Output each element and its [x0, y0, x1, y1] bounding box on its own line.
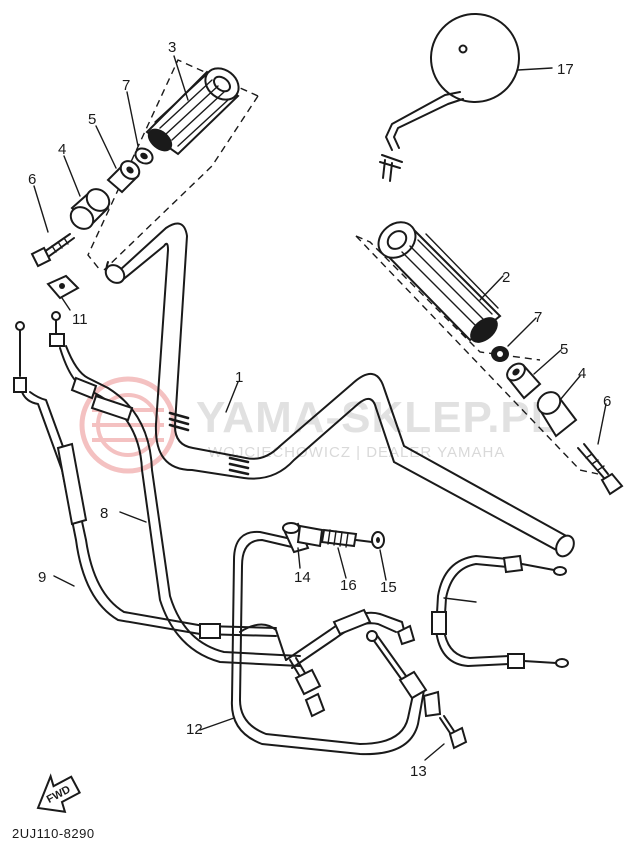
left-grip-group — [30, 59, 259, 271]
clutch-cable-part-9 — [13, 321, 277, 639]
callout-11: 12 — [186, 721, 203, 738]
callout-16: 17 — [557, 61, 574, 78]
callout-6-left: 6 — [28, 171, 36, 188]
callout-1: 1 — [235, 369, 243, 386]
callout-3: 3 — [168, 39, 176, 56]
callout-6-right: 6 — [603, 393, 611, 410]
right-collar-part-5 — [506, 362, 542, 400]
callout-5-right: 5 — [560, 341, 568, 358]
left-grip-part-3 — [145, 67, 240, 156]
leader-lines — [33, 55, 607, 761]
right-grip-part-2 — [377, 221, 502, 343]
right-grip-group — [355, 221, 624, 496]
right-weight-part-4 — [536, 391, 578, 438]
left-screw-part-6 — [30, 233, 75, 268]
callout-7-left: 7 — [122, 77, 130, 94]
watermark: YAMA-SKLEP.PL WOJCIECHOWICZ | DEALER YAM… — [79, 376, 559, 474]
callout-7-right: 7 — [534, 309, 542, 326]
cable-part-17 — [431, 554, 569, 669]
washer-part-14 — [355, 531, 385, 549]
left-nut-part-7 — [134, 147, 154, 165]
cable-clamp-part-10 — [46, 274, 80, 300]
bolt-part-12 — [366, 630, 468, 750]
left-collar-part-5 — [106, 160, 141, 194]
watermark-title: YAMA-SKLEP.PL — [196, 393, 559, 442]
callout-5-left: 5 — [88, 111, 96, 128]
callout-4-right: 4 — [578, 365, 586, 382]
callout-8: 8 — [100, 505, 108, 522]
handlebar-part-1 — [104, 222, 575, 558]
adjuster-part-13 — [282, 522, 324, 554]
callout-14: 15 — [380, 579, 397, 596]
callout-15: 16 — [340, 577, 357, 594]
callout-9: 9 — [38, 569, 46, 586]
callout-4-left: 4 — [58, 141, 66, 158]
callout-2: 2 — [502, 269, 510, 286]
throttle-cable-part-8 — [49, 311, 326, 718]
watermark-subtitle: WOJCIECHOWICZ | DEALER YAMAHA — [208, 444, 505, 461]
adjuster-parts — [282, 522, 385, 554]
mirror-assembly — [379, 13, 520, 182]
sleeve-part-15 — [320, 528, 358, 548]
callout-12: 13 — [410, 763, 427, 780]
callout-10: 11 — [72, 311, 88, 328]
right-screw-part-6 — [577, 443, 624, 496]
callout-13: 14 — [294, 569, 311, 586]
diagram-part-code: 2UJ110-8290 — [12, 826, 95, 841]
right-nut-part-7 — [491, 346, 509, 362]
callout-numbers: 3 7 5 4 6 11 1 2 7 5 4 6 17 8 9 12 14 16… — [28, 39, 611, 780]
cable-part-11 — [230, 530, 425, 756]
fwd-arrow-icon: FWD — [36, 773, 82, 813]
left-weight-part-4 — [69, 188, 111, 230]
